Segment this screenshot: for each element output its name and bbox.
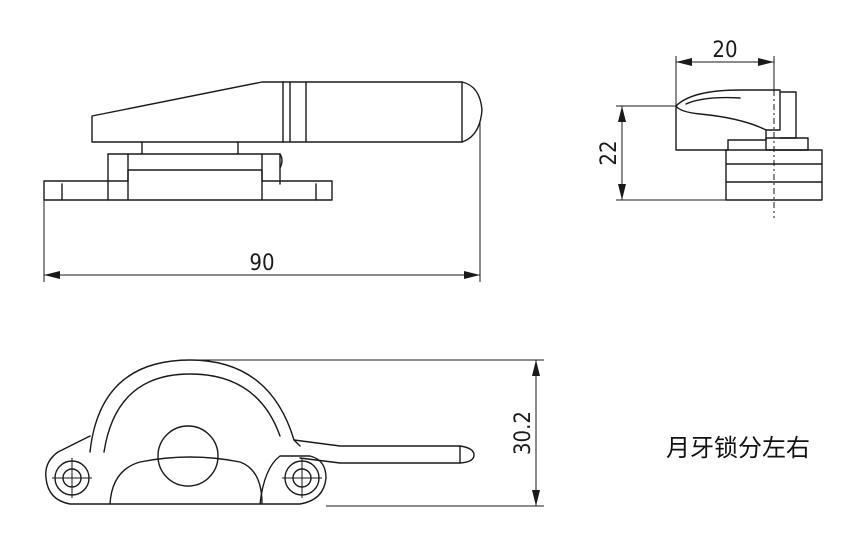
dim-label-20: 20 <box>712 38 737 63</box>
top-view <box>45 359 475 505</box>
dim-label-90: 90 <box>249 251 274 276</box>
side-view <box>675 89 823 218</box>
dimension-90: 90 <box>43 120 481 282</box>
dim-label-30-2: 30.2 <box>511 411 536 455</box>
front-view <box>43 81 483 201</box>
dimension-20: 20 <box>675 38 775 106</box>
caption-text: 月牙锁分左右 <box>666 434 810 462</box>
dim-label-22: 22 <box>597 140 622 165</box>
dimension-22: 22 <box>597 105 726 201</box>
dimension-30-2: 30.2 <box>190 359 544 507</box>
